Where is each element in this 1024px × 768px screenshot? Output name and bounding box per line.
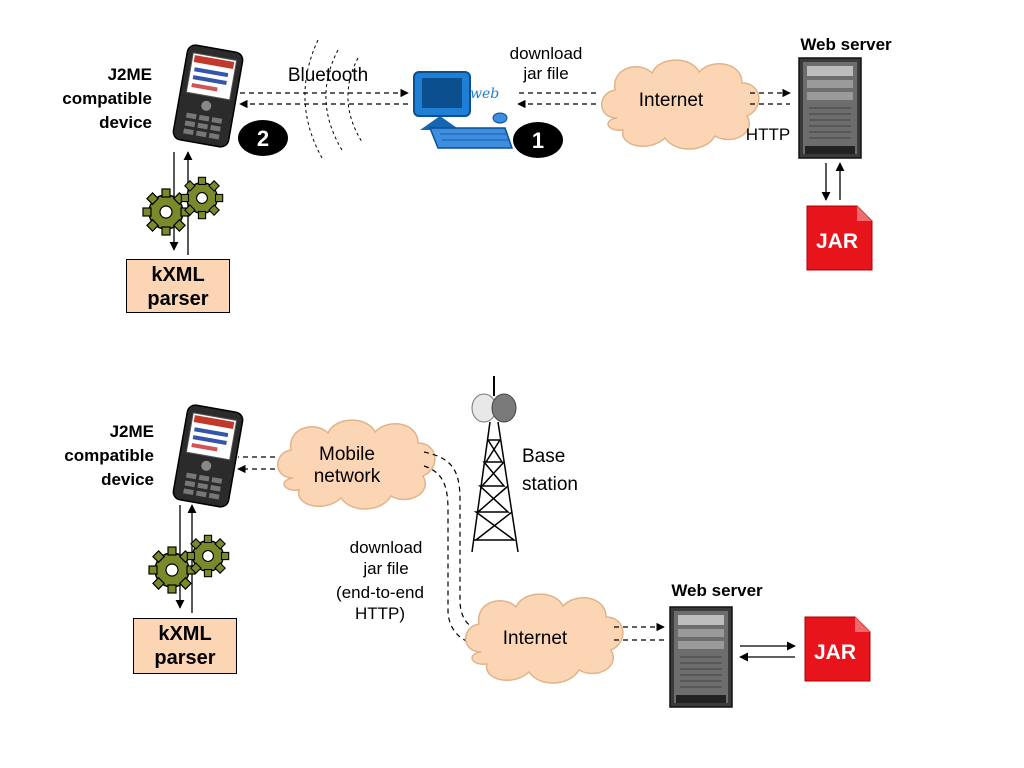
bottom-jar-label: JAR (814, 641, 856, 664)
top-device-label-line2: compatible (62, 89, 152, 108)
bottom-download-label-line2: jar file (362, 559, 408, 578)
base-station-icon (471, 376, 519, 553)
mobile-network-label-line1: Mobile (319, 444, 375, 465)
top-download-label-line1: download (510, 44, 583, 63)
bottom-device-label-line3: device (101, 470, 154, 489)
bottom-download-label-line4: HTTP) (355, 604, 405, 623)
svg-text:web: web (470, 86, 499, 102)
bottom-parser-label-line2: parser (154, 647, 216, 669)
top-jar-file-icon: JAR (806, 205, 873, 271)
bottom-internet-cloud-icon: Internet (464, 593, 624, 684)
top-internet-label: Internet (639, 90, 704, 111)
top-gears-icon (142, 176, 224, 236)
bottom-device-label-line2: compatible (64, 446, 154, 465)
base-station-label-line1: Base (522, 446, 565, 467)
bottom-parser-label-line1: kXML (158, 623, 212, 645)
svg-text:2: 2 (257, 126, 269, 151)
bottom-download-label: download jar file (end-to-end HTTP) (336, 538, 424, 623)
bottom-kxml-parser-box: kXML parser (133, 618, 237, 674)
top-device-label: J2ME compatible device (62, 65, 152, 132)
top-http-label: HTTP (746, 125, 790, 144)
bottom-gears-icon (148, 534, 230, 594)
base-station-label-line2: station (522, 474, 578, 495)
bottom-download-label-line1: download (350, 538, 423, 557)
bottom-web-server-label: Web server (671, 581, 763, 600)
bluetooth-waves-icon (304, 39, 363, 159)
top-jar-label: JAR (816, 230, 858, 253)
top-internet-cloud-icon: Internet (600, 59, 760, 150)
top-web-server-label: Web server (800, 35, 892, 54)
top-device-label-line1: J2ME (108, 65, 152, 84)
bottom-device-label: J2ME compatible device (64, 422, 154, 489)
top-bluetooth-label: Bluetooth (288, 65, 368, 86)
top-kxml-parser-box: kXML parser (126, 259, 230, 313)
top-web-server-icon (798, 57, 862, 159)
top-device-label-line3: device (99, 113, 152, 132)
step-badge-1: 1 (513, 122, 563, 158)
bottom-download-label-line3: (end-to-end (336, 583, 424, 602)
mobile-network-label-line2: network (314, 466, 381, 487)
bottom-jar-file-icon: JAR (804, 616, 871, 682)
top-parser-label-line1: kXML (151, 264, 205, 286)
bottom-web-server-icon (669, 606, 733, 708)
end-to-end-http-path (423, 451, 486, 646)
bottom-device-label-line1: J2ME (110, 422, 154, 441)
step-badge-2: 2 (238, 120, 288, 156)
bottom-phone-icon (171, 403, 245, 509)
top-download-label-line2: jar file (522, 64, 568, 83)
top-parser-label-line2: parser (147, 288, 209, 310)
computer-icon: web (413, 71, 514, 149)
mobile-network-cloud-icon: Mobile network (276, 419, 436, 510)
svg-text:1: 1 (532, 128, 544, 153)
bottom-internet-label: Internet (503, 628, 568, 649)
top-phone-icon (171, 43, 245, 149)
